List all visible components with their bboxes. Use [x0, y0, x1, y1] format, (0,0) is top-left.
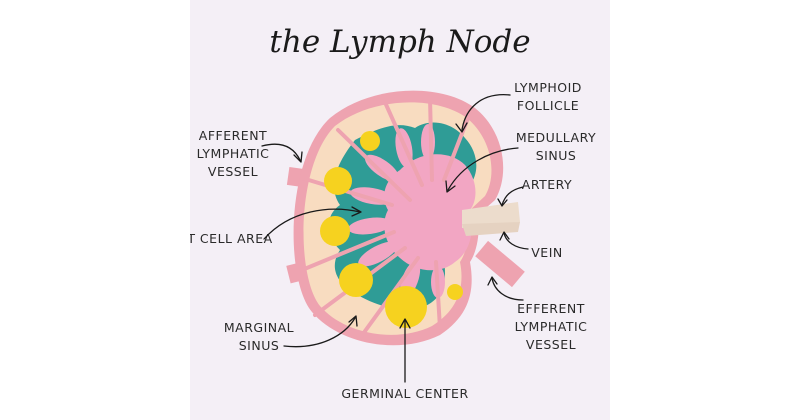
arrow-artery	[501, 186, 524, 206]
diagram-panel: the Lymph Node	[190, 0, 610, 420]
label-medullary-sinus: MEDULLARY SINUS	[516, 130, 596, 163]
svg-text:EFFERENT: EFFERENT	[517, 301, 585, 316]
artery	[462, 202, 520, 228]
svg-text:SINUS: SINUS	[536, 148, 577, 163]
label-efferent-vessel: EFFERENT LYMPHATIC VESSEL	[515, 301, 588, 352]
label-marginal-sinus: MARGINAL SINUS	[224, 320, 294, 353]
arrow-afferent-vessel	[261, 143, 301, 161]
svg-text:SINUS: SINUS	[239, 338, 280, 353]
svg-text:LYMPHATIC: LYMPHATIC	[197, 146, 270, 161]
vein	[462, 222, 520, 236]
svg-text:LYMPHATIC: LYMPHATIC	[515, 319, 588, 334]
svg-text:AFFERENT: AFFERENT	[199, 128, 267, 143]
label-afferent-vessel: AFFERENT LYMPHATIC VESSEL	[197, 128, 270, 179]
svg-text:MEDULLARY: MEDULLARY	[516, 130, 596, 145]
efferent-vessel	[475, 240, 525, 288]
label-lymphoid-follicle: LYMPHOID FOLLICLE	[514, 80, 582, 113]
svg-text:VESSEL: VESSEL	[526, 337, 576, 352]
arrow-vein	[503, 232, 529, 250]
arrow-efferent-vessel	[491, 277, 524, 301]
label-t-cell-area: T CELL AREA	[190, 231, 273, 246]
svg-text:MARGINAL: MARGINAL	[224, 320, 294, 335]
pointer-arrows	[261, 94, 529, 383]
label-artery: ARTERY	[522, 177, 572, 192]
arrow-medullary-sinus	[447, 147, 519, 191]
svg-text:LYMPHOID: LYMPHOID	[514, 80, 582, 95]
germinal-centers	[320, 131, 463, 328]
svg-text:FOLLICLE: FOLLICLE	[517, 98, 579, 113]
label-germinal-center: GERMINAL CENTER	[341, 386, 468, 401]
svg-text:VESSEL: VESSEL	[208, 164, 258, 179]
arrow-marginal-sinus	[283, 317, 356, 348]
label-vein: VEIN	[531, 245, 563, 260]
arrow-lymphoid-follicle	[461, 94, 511, 131]
lymph-node-diagram: the Lymph Node	[190, 24, 596, 401]
diagram-title: the Lymph Node	[269, 24, 530, 60]
arrow-t-cell-area	[263, 208, 361, 240]
